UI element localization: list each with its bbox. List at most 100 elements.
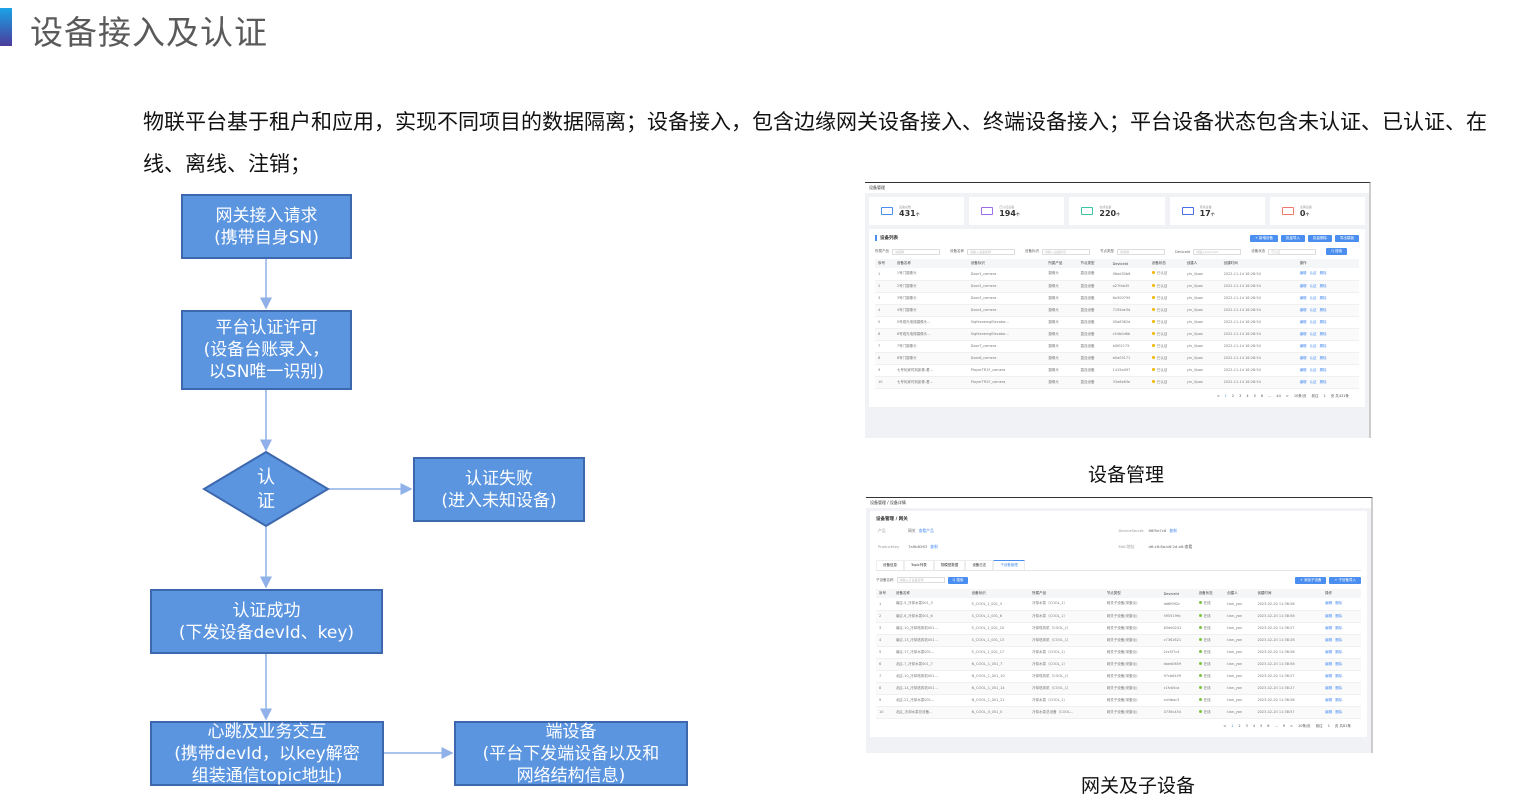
row-action[interactable]: 删除 [1319,379,1327,384]
tab[interactable]: 设备信息 [876,560,904,570]
row-action[interactable]: 认证 [1309,307,1317,312]
row-action[interactable]: 编辑 [1299,271,1307,276]
pager-item[interactable]: 2 [1238,723,1241,728]
toolbar-button[interactable]: + 新增设备 [1249,234,1278,242]
row-action[interactable]: 编辑 [1325,625,1333,630]
pager-item[interactable]: ... [1274,723,1278,728]
toolbar-button[interactable]: 批量导入 [1281,234,1305,242]
row-action[interactable]: 认证 [1309,319,1317,324]
pager-item[interactable]: 4 [1252,723,1256,728]
toolbar-button[interactable]: 批量删除 [1308,234,1332,242]
pager-item[interactable]: 前往 [1311,393,1319,398]
toolbar-button[interactable]: 导出模板 [1335,234,1359,242]
row-action[interactable]: 删除 [1335,709,1343,714]
pager-item[interactable]: 4 [1246,393,1249,398]
row-action[interactable]: 编辑 [1325,661,1333,666]
filter-input[interactable]: 请输入DeviceId [1193,248,1242,255]
row-action[interactable]: 编辑 [1299,367,1307,372]
tab[interactable]: 设备日志 [965,560,994,570]
row-action[interactable]: 编辑 [1299,379,1307,384]
info-link[interactable]: 复制 [1169,528,1177,533]
row-action[interactable]: 编辑 [1325,673,1333,678]
pager-item[interactable]: 5 [1260,723,1263,728]
pager-item[interactable]: 页 共431条 [1330,393,1349,398]
pager-item[interactable]: 3 [1245,723,1248,728]
row-action[interactable]: 删除 [1335,625,1343,630]
row-action[interactable]: 删除 [1335,661,1343,666]
row-action[interactable]: 删除 [1335,601,1343,606]
row-action[interactable]: 认证 [1309,379,1317,384]
row-action[interactable]: 删除 [1319,271,1327,276]
pager-item[interactable]: 1 [1224,393,1227,398]
filter-input[interactable]: 已认证 [1268,248,1317,255]
tab[interactable]: Topic列表 [904,560,934,570]
row-action[interactable]: 删除 [1319,307,1327,312]
row-action[interactable]: 删除 [1319,343,1327,348]
tab[interactable]: 物模型数据 [933,560,966,570]
tab[interactable]: 子设备管理 [993,560,1025,570]
toolbar-button[interactable]: + 子设备导入 [1329,576,1361,584]
row-action[interactable]: 编辑 [1299,307,1307,312]
pager-item[interactable]: 1 [1327,723,1330,728]
pager-item[interactable]: 1 [1323,393,1326,398]
row-action[interactable]: 删除 [1319,355,1327,360]
row-action[interactable]: 删除 [1335,673,1343,678]
pager-item[interactable]: 3 [1239,393,1242,398]
search-button[interactable]: Q 搜索 [1326,248,1348,255]
pager-item[interactable]: 6 [1267,723,1270,728]
pager-item[interactable]: < [1216,393,1220,398]
row-action[interactable]: 删除 [1335,649,1343,654]
row-action[interactable]: 编辑 [1299,283,1307,288]
filter-input[interactable]: 请输入设备名称 [967,248,1015,255]
row-action[interactable]: 编辑 [1325,637,1333,642]
row-action[interactable]: 编辑 [1325,601,1333,606]
toolbar-button[interactable]: + 添加子设备 [1294,576,1327,584]
row-action[interactable]: 删除 [1319,295,1327,300]
row-action[interactable]: 删除 [1319,319,1327,324]
pager-item[interactable]: 前往 [1315,723,1323,728]
row-action[interactable]: 认证 [1309,295,1317,300]
row-action[interactable]: 认证 [1309,331,1317,336]
filter-input[interactable]: 请选择 [1117,248,1165,255]
pager-item[interactable]: < [1223,723,1227,728]
pager-item[interactable]: > [1290,723,1294,728]
pager-item[interactable]: > [1285,393,1289,398]
row-action[interactable]: 删除 [1319,331,1327,336]
pager-item[interactable]: 1 [1231,723,1234,728]
info-link[interactable]: 查看产品 [918,528,934,533]
row-action[interactable]: 编辑 [1325,685,1333,690]
filter-input[interactable]: 请选择 [892,248,940,255]
pager-item[interactable]: 页 共81条 [1334,723,1351,728]
row-action[interactable]: 编辑 [1325,709,1333,714]
filter-input[interactable]: 请输入设备标识 [1042,248,1090,255]
row-action[interactable]: 编辑 [1299,355,1307,360]
pager-item[interactable]: 2 [1231,393,1235,398]
pager-item[interactable]: 10条/页 [1298,723,1311,728]
pager-item[interactable]: 44 [1276,393,1281,398]
row-action[interactable]: 认证 [1309,343,1317,348]
row-action[interactable]: 删除 [1319,283,1327,288]
pager-item[interactable]: 9 [1282,723,1286,728]
pager-item[interactable]: 5 [1253,393,1256,398]
row-action[interactable]: 认证 [1309,271,1317,276]
row-action[interactable]: 删除 [1335,685,1343,690]
row-action[interactable]: 编辑 [1299,331,1307,336]
row-action[interactable]: 编辑 [1299,319,1307,324]
pager-item[interactable]: 6 [1260,393,1264,398]
row-action[interactable]: 删除 [1335,637,1343,642]
